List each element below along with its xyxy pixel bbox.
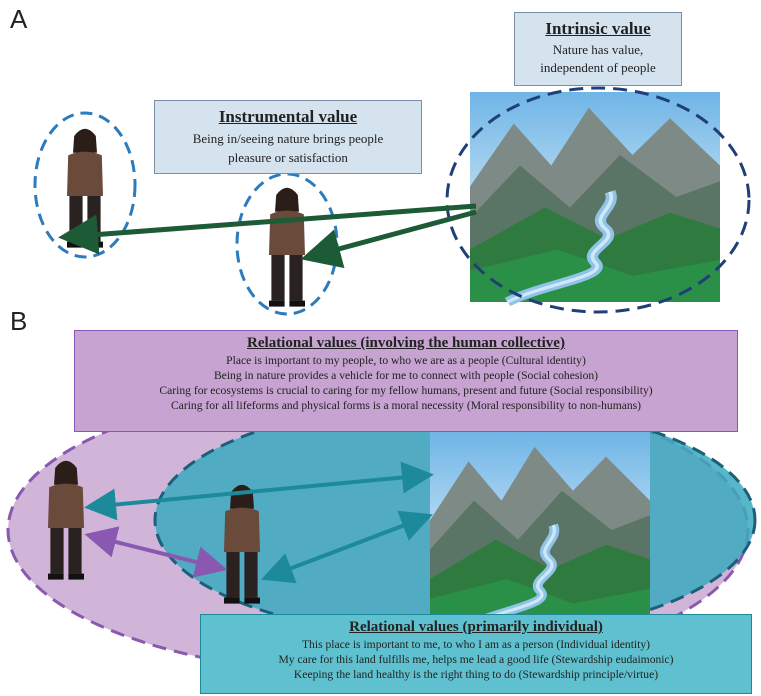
purple-arrow [84, 526, 228, 578]
individual-line-2: My care for this land fulfills me, helps… [278, 653, 674, 666]
instrumental-line-1: Being in/seeing nature brings people [192, 131, 384, 146]
green-arrow-short [300, 209, 477, 269]
intrinsic-line-1: Nature has value, [552, 42, 644, 57]
intrinsic-title: Intrinsic value [545, 19, 651, 38]
panel-b-graphics [6, 383, 757, 677]
intrinsic-value-box: Intrinsic value Nature has value, indepe… [514, 12, 682, 86]
person-left-ellipse [33, 111, 137, 259]
person-middle-a [269, 187, 305, 307]
intrinsic-line-2: independent of people [540, 60, 656, 75]
individual-values-box: Relational values (primarily individual)… [200, 614, 752, 694]
intrinsic-ellipse [445, 86, 751, 314]
panel-label-a: A [10, 4, 28, 34]
instrumental-line-2: pleasure or satisfaction [228, 150, 348, 165]
collective-line-1: Place is important to my people, to who … [226, 354, 586, 367]
landscape-image-b [430, 432, 650, 628]
collective-line-3: Caring for ecosystems is crucial to cari… [159, 384, 653, 397]
collective-line-4: Caring for all lifeforms and physical fo… [170, 399, 642, 412]
panel-a-graphics [33, 86, 751, 316]
teal-arrow-top [84, 461, 434, 521]
instrumental-title: Instrumental value [218, 107, 358, 126]
instrumental-value-box: Instrumental value Being in/seeing natur… [154, 100, 422, 174]
collective-line-2: Being in nature provides a vehicle for m… [213, 369, 599, 382]
teal-arrow-bottom [261, 510, 433, 584]
panel-label-b: B [10, 306, 28, 336]
collective-title: Relational values (involving the human c… [247, 335, 565, 351]
green-arrow-long [58, 203, 477, 255]
individual-title: Relational values (primarily individual) [349, 619, 603, 635]
individual-line-1: This place is important to me, to who I … [301, 638, 651, 651]
collective-values-box: Relational values (involving the human c… [74, 330, 738, 432]
landscape-image-a [470, 92, 720, 302]
individual-line-3: Keeping the land healthy is the right th… [293, 668, 659, 681]
person-left-a [67, 128, 103, 248]
